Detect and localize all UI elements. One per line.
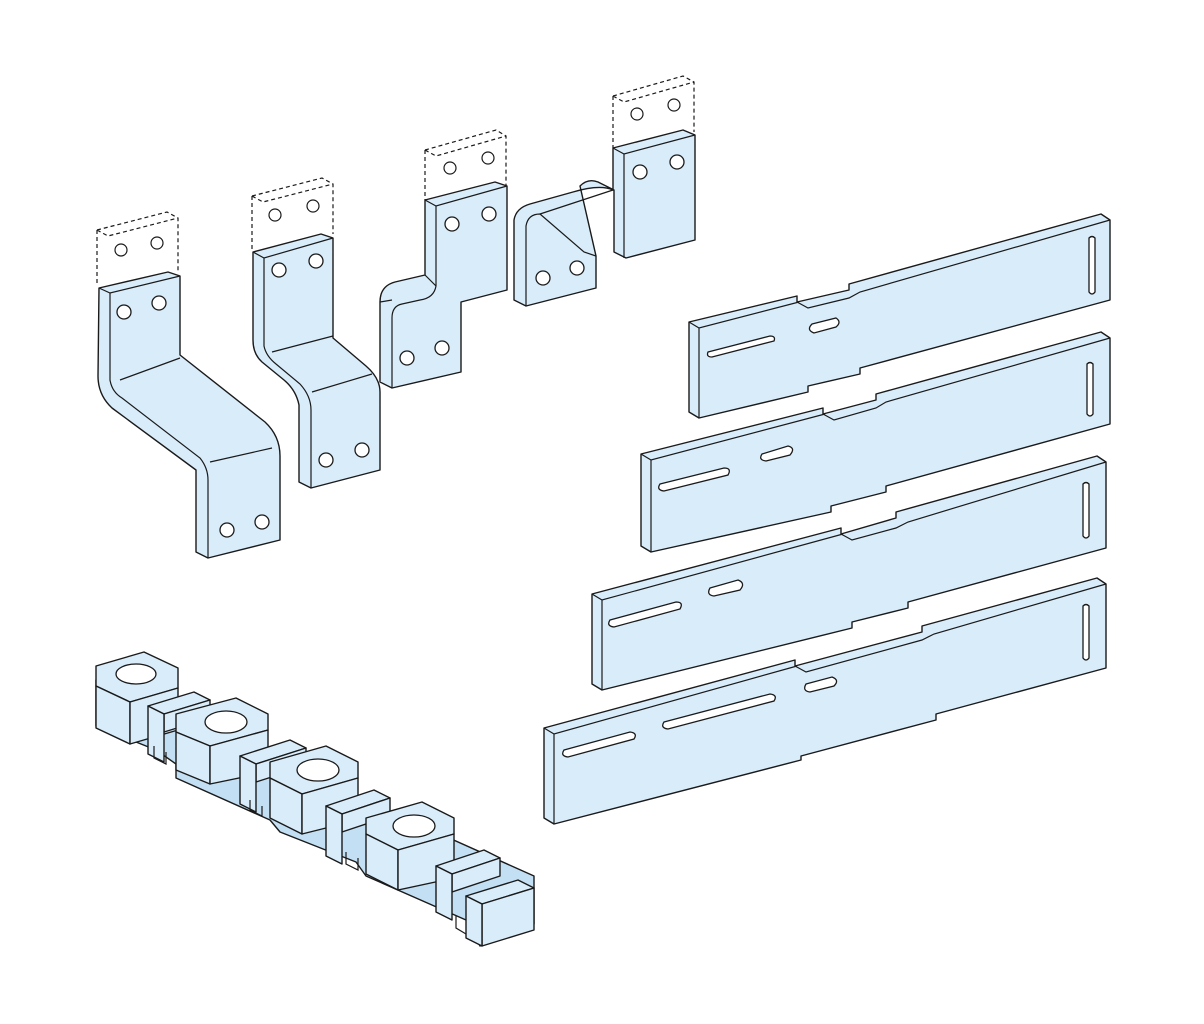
slotted-flat-bar [640, 331, 1111, 553]
dashed-extension [96, 211, 179, 286]
long-offset-connection-bar [96, 211, 281, 559]
slotted-flat-bar [688, 213, 1111, 419]
z-offset-connection-bar [379, 129, 508, 389]
notched-busbar-support [95, 651, 535, 947]
dashed-extension [612, 75, 695, 148]
medium-offset-connection-bar [251, 177, 381, 489]
slotted-flat-bar [591, 455, 1107, 691]
double-bend-connection-bar [513, 75, 696, 307]
dashed-extension [424, 129, 507, 200]
slotted-flat-bar [543, 577, 1107, 825]
dashed-extension [251, 177, 334, 252]
